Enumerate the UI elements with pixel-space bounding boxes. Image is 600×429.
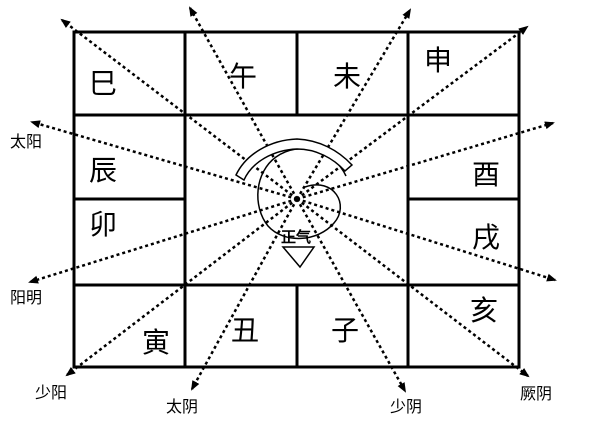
center-label: 正气 (281, 228, 311, 246)
label-shaoyang: 少阳 (35, 383, 67, 402)
branch-wu: 午 (229, 60, 257, 93)
arrow-top-left-corner (60, 18, 298, 200)
direction-labels: 太阳 阳明 少阳 太阴 少阴 厥阴 (10, 132, 552, 416)
branch-chen: 辰 (89, 154, 117, 187)
label-jueyin: 厥阴 (520, 384, 552, 403)
grid-lines (72, 30, 521, 369)
arrow-shaoyang (65, 198, 298, 377)
branch-mao: 卯 (89, 208, 117, 241)
branch-wei: 未 (333, 60, 361, 93)
arrow-shaoyin (295, 198, 407, 393)
label-taiyang: 太阳 (10, 132, 42, 151)
branch-zi: 子 (331, 314, 359, 347)
arrow-yangming (28, 197, 298, 284)
branch-xu: 戌 (472, 221, 500, 254)
arrow-taiyang (30, 120, 298, 201)
arrow-jueyin (296, 198, 530, 378)
branch-chou: 丑 (231, 314, 259, 347)
earthly-branches: 巳 午 未 申 辰 酉 卯 戌 寅 丑 子 亥 (89, 44, 500, 359)
radiating-arrows (28, 6, 557, 393)
zhengqi-swirl (235, 138, 354, 269)
arrow-taiyin (190, 198, 299, 391)
label-taiyin: 太阴 (166, 397, 198, 416)
branch-si: 巳 (89, 67, 117, 100)
arrow-top-upper-right (295, 8, 412, 200)
branch-yin: 寅 (142, 326, 170, 359)
branch-you: 酉 (472, 158, 500, 191)
label-yangming: 阳明 (10, 288, 42, 307)
arrow-right-upper (296, 121, 555, 201)
label-shaoyin: 少阴 (390, 397, 422, 416)
branch-shen: 申 (424, 44, 452, 77)
arrow-top-upper-left (188, 6, 299, 200)
branch-hai: 亥 (470, 294, 498, 327)
